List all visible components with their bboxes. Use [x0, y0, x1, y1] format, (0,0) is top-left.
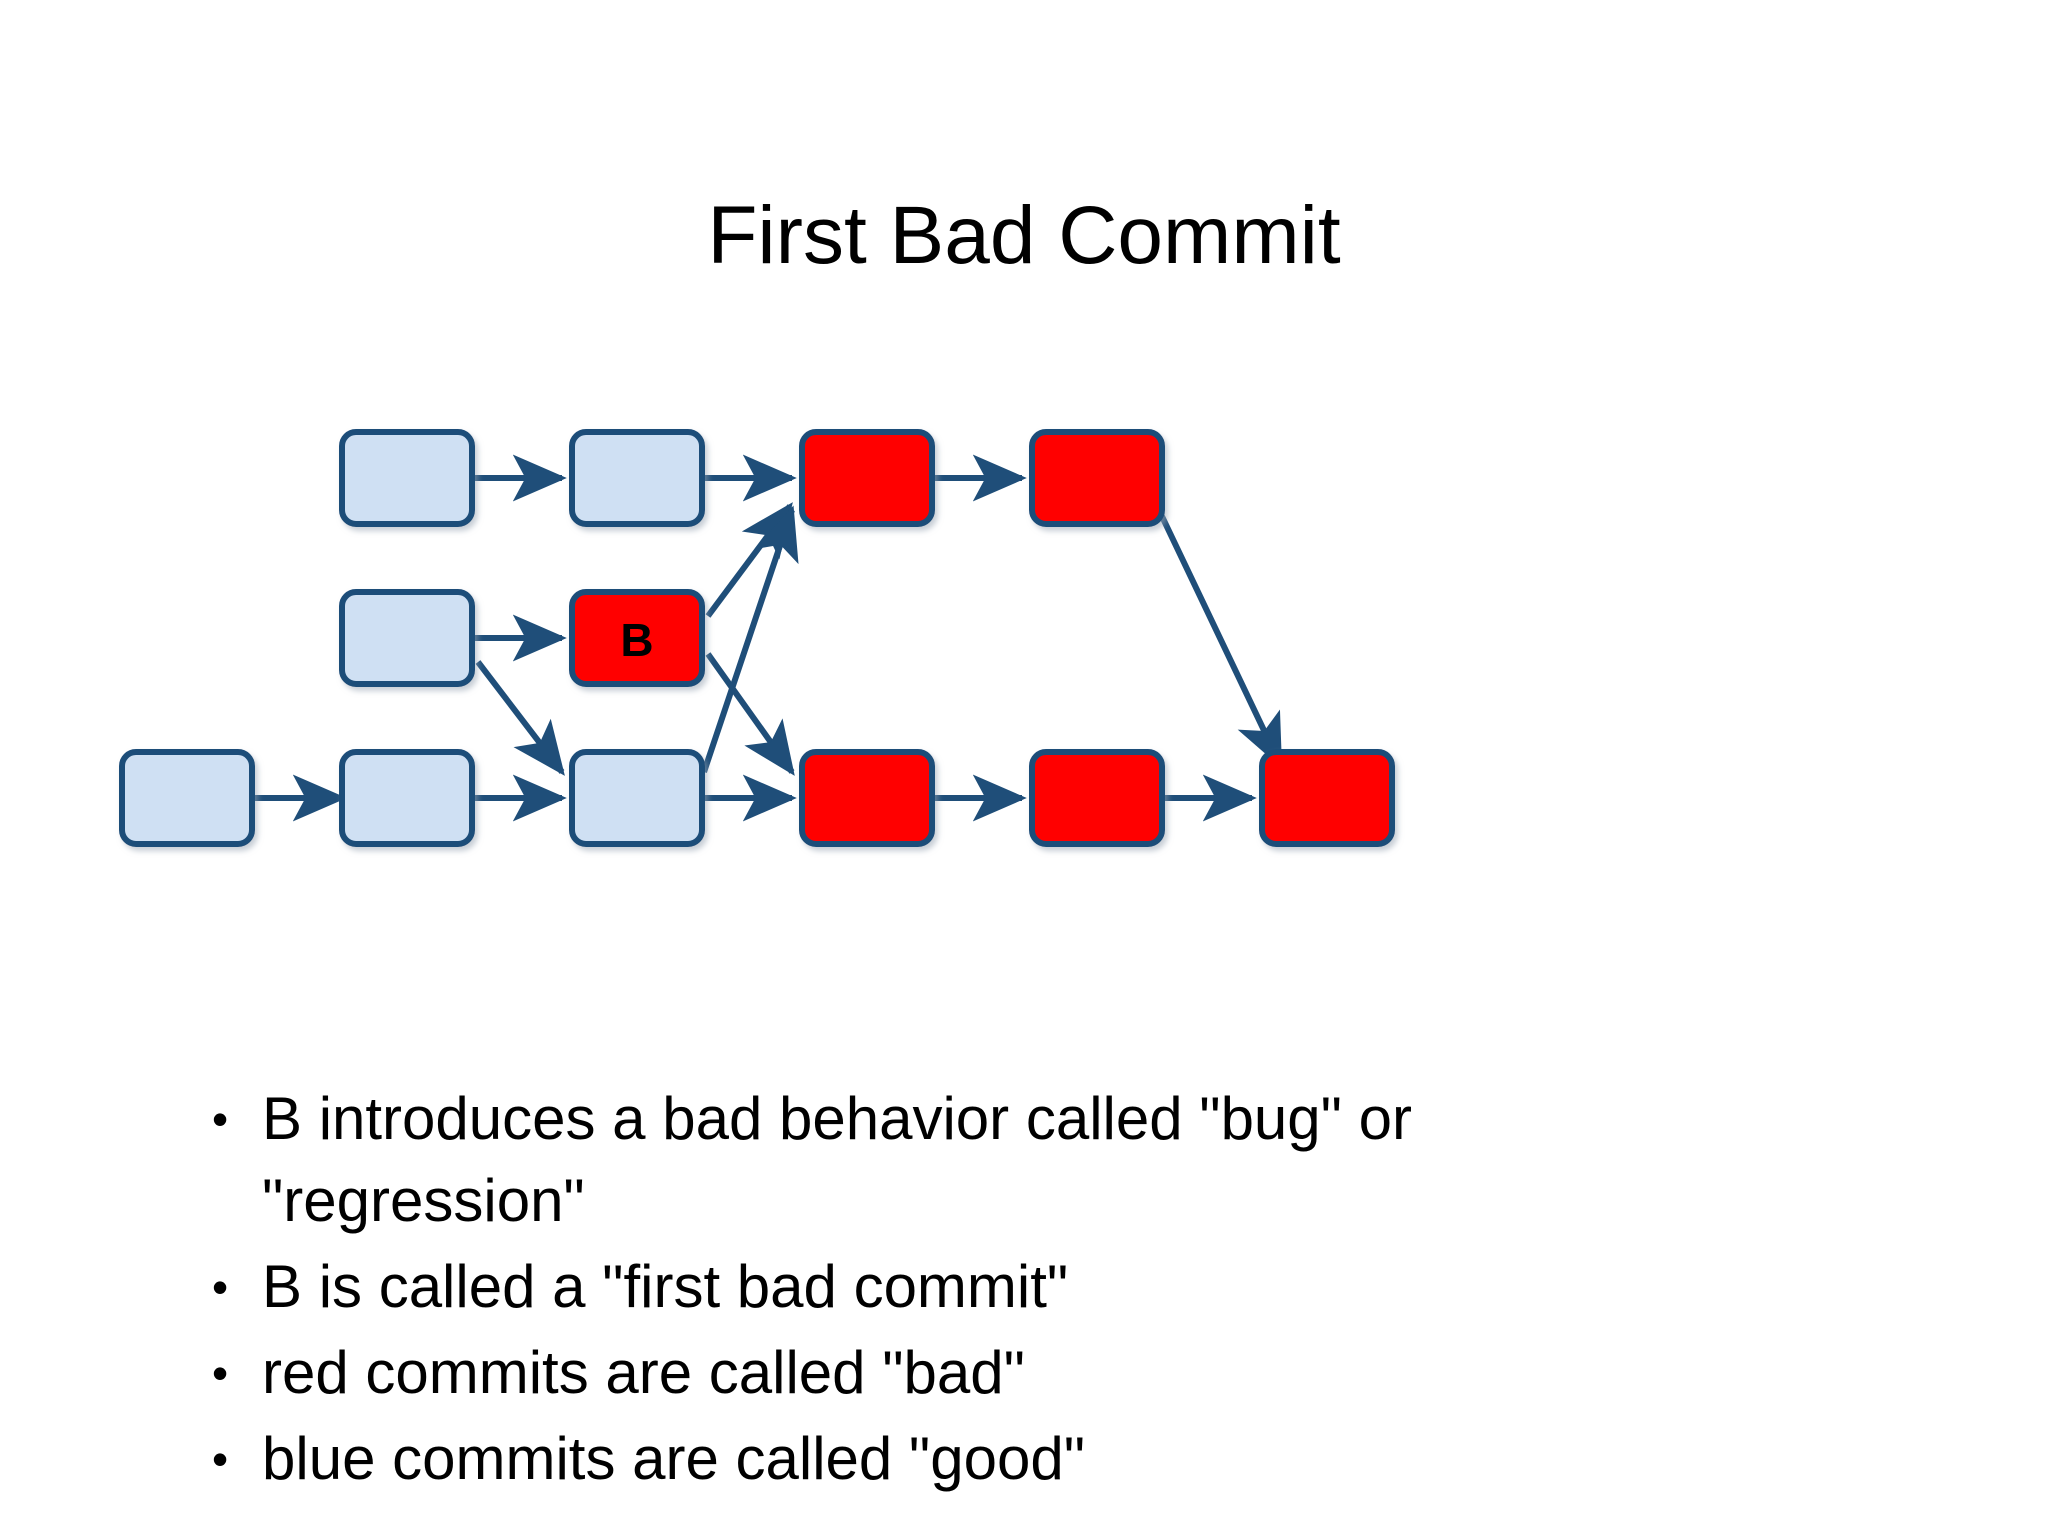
commit-node-b5[interactable]: [1259, 749, 1395, 847]
commit-graph-diagram: B: [100, 400, 1900, 960]
commit-node-t4[interactable]: [1029, 429, 1165, 527]
edge-m1-b2: [475, 660, 565, 776]
commit-node-b[interactable]: [569, 589, 705, 687]
commit-node-b1[interactable]: [339, 749, 475, 847]
bullet-list: B introduces a bad behavior called "bug"…: [212, 1078, 1712, 1504]
edge-m2-b3: [705, 652, 795, 776]
page-title: First Bad Commit: [707, 189, 1341, 281]
commit-node-b2[interactable]: [569, 749, 705, 847]
edge-t4-b5: [1155, 506, 1283, 769]
commit-node-b3[interactable]: [799, 749, 935, 847]
commit-node-b4[interactable]: [1029, 749, 1165, 847]
list-item: B is called a "first bad commit": [212, 1246, 1712, 1328]
commit-graph-svg: B: [119, 429, 1395, 847]
commit-node-b-label: B: [620, 614, 653, 666]
commit-node-t1[interactable]: [339, 429, 475, 527]
edge-b2-t3: [701, 505, 799, 773]
list-item: B introduces a bad behavior called "bug"…: [212, 1078, 1712, 1242]
list-item: blue commits are called "good": [212, 1418, 1712, 1500]
commit-node-m1[interactable]: [339, 589, 475, 687]
node-layer: B: [119, 429, 1395, 847]
edge-layer: [252, 454, 1283, 822]
list-item: red commits are called "bad": [212, 1332, 1712, 1414]
commit-node-t3[interactable]: [799, 429, 935, 527]
commit-node-b0[interactable]: [119, 749, 255, 847]
commit-node-t2[interactable]: [569, 429, 705, 527]
